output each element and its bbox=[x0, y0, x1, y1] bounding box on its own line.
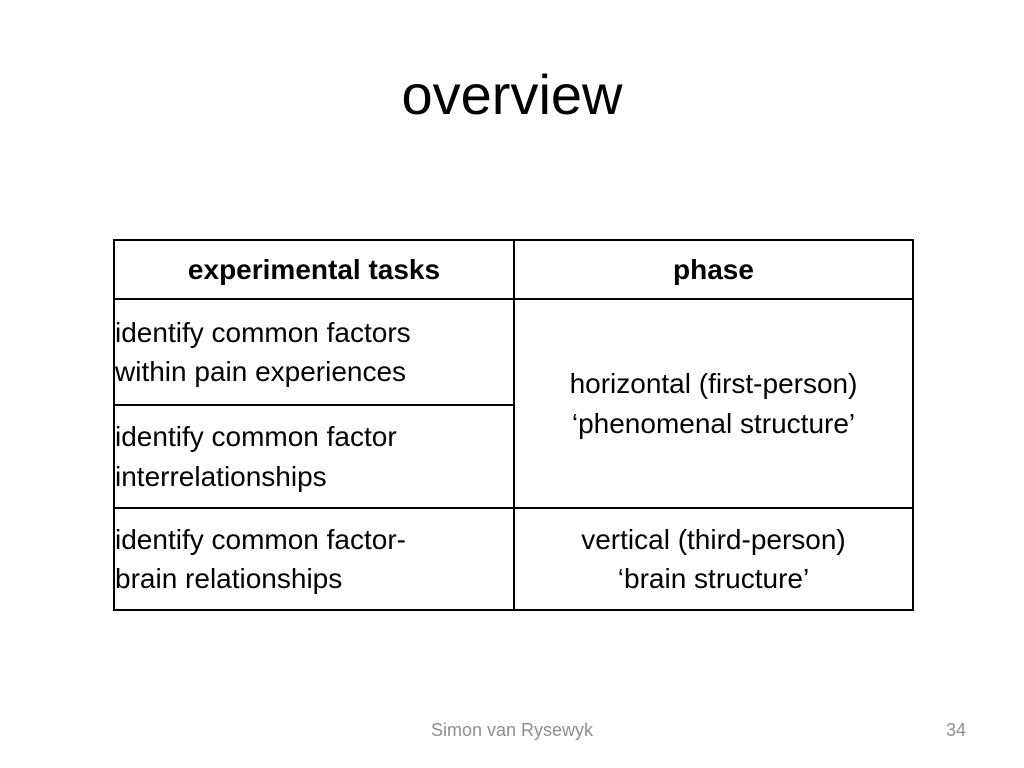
task-cell-interrelationships: identify common factor interrelationship… bbox=[113, 404, 515, 509]
task-cell-common-factors: identify common factors within pain expe… bbox=[113, 298, 515, 406]
footer-author: Simon van Rysewyk bbox=[430, 720, 594, 740]
overview-table: experimental tasks phase identify common… bbox=[113, 239, 914, 611]
table-row: identify common factor interrelationship… bbox=[113, 404, 913, 509]
footer-page-number: 34 bbox=[945, 720, 966, 740]
table-header-row: experimental tasks phase bbox=[113, 239, 914, 300]
table-row: identify common factors within pain expe… bbox=[113, 298, 914, 509]
slide-title: overview bbox=[401, 63, 623, 126]
table-row: identify common factor- brain relationsh… bbox=[113, 507, 914, 611]
table-header-phase: phase bbox=[513, 239, 914, 300]
table-header-experimental-tasks: experimental tasks bbox=[113, 239, 515, 300]
task-cell-brain-relationships: identify common factor- brain relationsh… bbox=[113, 507, 515, 611]
phase-cell-vertical: vertical (third-person) ‘brain structure… bbox=[513, 507, 914, 611]
phase-cell-horizontal: horizontal (first-person) ‘phenomenal st… bbox=[513, 298, 914, 509]
